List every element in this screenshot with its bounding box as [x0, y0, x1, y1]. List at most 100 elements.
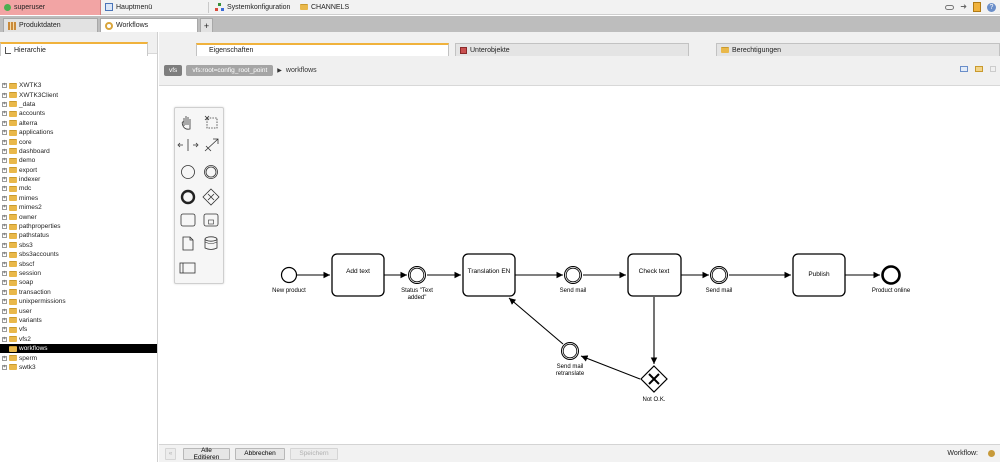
expand-icon[interactable]: + [2, 166, 7, 173]
tab-workflows[interactable]: Workflows [100, 18, 198, 32]
pool-icon[interactable] [179, 262, 196, 274]
tab-produktdaten[interactable]: Produktdaten [3, 18, 98, 32]
expand-icon[interactable]: + [2, 326, 7, 333]
tree-item-pathstatus[interactable]: +pathstatus [0, 231, 157, 240]
tree-item-xwtk3[interactable]: +XWTK3 [0, 81, 157, 90]
data-store-icon[interactable] [204, 236, 218, 250]
new-folder-icon[interactable] [975, 66, 983, 72]
tree-item-demo[interactable]: +demo [0, 156, 157, 165]
expand-icon[interactable]: + [2, 185, 7, 192]
flow-retranslate-translation[interactable] [508, 297, 564, 345]
expand-icon[interactable]: + [2, 335, 7, 342]
tree-item-vfs2[interactable]: +vfs2 [0, 335, 157, 344]
expand-icon[interactable]: + [2, 147, 7, 154]
cancel-button[interactable]: Abbrechen [235, 447, 285, 460]
expand-icon[interactable]: + [2, 110, 7, 117]
tab-unterobjekte[interactable]: Unterobjekte [455, 43, 689, 56]
tree-item-variants[interactable]: +variants [0, 316, 157, 325]
tree-item--data[interactable]: +_data [0, 100, 157, 109]
expand-icon[interactable]: + [2, 363, 7, 370]
tree-item-unixpermissions[interactable]: +unixpermissions [0, 297, 157, 306]
expand-icon[interactable]: + [2, 307, 7, 314]
tree-item-applications[interactable]: +applications [0, 128, 157, 137]
tree-item-session[interactable]: +session [0, 269, 157, 278]
user-menu[interactable]: superuser [0, 0, 101, 15]
intermediate-event-icon[interactable] [204, 165, 218, 179]
tree-item-mimes2[interactable]: +mimes2 [0, 203, 157, 212]
expand-icon[interactable]: + [2, 213, 7, 220]
tree-item-transaction[interactable]: +transaction [0, 288, 157, 297]
expand-icon[interactable]: + [2, 316, 7, 323]
expand-icon[interactable]: + [2, 91, 7, 98]
end-event-icon[interactable] [180, 189, 196, 205]
collapse-button[interactable]: « [165, 447, 176, 460]
arrow-icon[interactable]: ➜ [960, 2, 967, 11]
save-button[interactable]: Speichern [290, 447, 338, 460]
tree-item-owner[interactable]: +owner [0, 212, 157, 221]
expand-icon[interactable]: + [2, 194, 7, 201]
expand-icon[interactable]: + [2, 251, 7, 258]
gateway-not-ok[interactable] [640, 365, 668, 393]
expand-icon[interactable]: + [2, 260, 7, 267]
hand-tool-icon[interactable] [181, 116, 191, 130]
tab-berechtigungen[interactable]: Berechtigungen [716, 43, 1000, 56]
lasso-tool-icon[interactable] [204, 115, 218, 129]
connect-tool-icon[interactable] [204, 138, 219, 152]
task-check-text[interactable] [627, 253, 682, 297]
tree-item-vfs[interactable]: +vfs [0, 325, 157, 334]
tree-item-workflows[interactable]: +workflows [0, 343, 157, 354]
hauptmenu-link[interactable]: Hauptmenü [101, 0, 206, 15]
tree-item-mimes[interactable]: +mimes [0, 194, 157, 203]
expand-icon[interactable]: + [2, 82, 7, 89]
new-object-icon[interactable] [960, 66, 968, 72]
tab-hierarchie[interactable]: Hierarchie [0, 42, 148, 56]
expand-icon[interactable]: + [2, 157, 7, 164]
task-publish[interactable] [792, 253, 846, 297]
expand-icon[interactable]: + [2, 129, 7, 136]
expand-icon[interactable]: + [2, 270, 7, 276]
expand-icon[interactable]: + [2, 223, 7, 230]
expand-icon[interactable]: + [2, 176, 7, 183]
tab-eigenschaften[interactable]: Eigenschaften [196, 43, 449, 56]
expand-icon[interactable]: + [2, 204, 7, 211]
tree-item-core[interactable]: +core [0, 137, 157, 146]
delete-icon[interactable] [990, 66, 996, 72]
event-send-mail-2[interactable] [710, 266, 728, 284]
task-icon[interactable] [180, 213, 196, 227]
breadcrumb-segment[interactable]: vfs:root=config_root_point [186, 65, 274, 76]
tree-item-xwtk3client[interactable]: +XWTK3Client [0, 90, 157, 99]
channels-link[interactable]: CHANNELS [296, 0, 353, 15]
breadcrumb-root[interactable]: vfs [164, 65, 183, 76]
end-event-product-online[interactable] [881, 265, 901, 285]
edit-all-button[interactable]: Alle Editieren [183, 447, 230, 461]
expand-icon[interactable]: + [2, 100, 7, 107]
event-send-mail-1[interactable] [564, 266, 582, 284]
expand-icon[interactable]: + [2, 298, 7, 305]
tree-item-user[interactable]: +user [0, 306, 157, 315]
add-tab-button[interactable]: + [200, 18, 213, 32]
gateway-icon[interactable] [202, 188, 220, 206]
task-translation-en[interactable] [462, 253, 516, 297]
help-icon[interactable]: ? [987, 2, 996, 12]
expand-icon[interactable]: + [2, 232, 7, 239]
event-status-text-added[interactable] [408, 266, 426, 284]
data-object-icon[interactable] [182, 236, 194, 251]
tree-item-soap[interactable]: +soap [0, 278, 157, 287]
expand-icon[interactable]: + [2, 241, 7, 248]
tree-item-export[interactable]: +export [0, 166, 157, 175]
link-icon[interactable] [945, 4, 955, 10]
expand-icon[interactable]: + [2, 288, 7, 295]
tree-item-swtk3[interactable]: +swtk3 [0, 363, 157, 372]
expand-icon[interactable]: + [2, 279, 7, 286]
systemkonfiguration-link[interactable]: Systemkonfiguration [211, 0, 296, 15]
space-tool-icon[interactable] [177, 139, 199, 151]
start-event-new-product[interactable] [280, 266, 298, 284]
flow-gateway-retranslate[interactable] [580, 355, 641, 380]
expand-icon[interactable]: + [2, 138, 7, 145]
tree-item-sperm[interactable]: +sperm [0, 353, 157, 362]
tree-item-sbs3[interactable]: +sbs3 [0, 241, 157, 250]
expand-icon[interactable]: + [2, 119, 7, 126]
workflow-canvas[interactable]: New product Add text Translation EN Chec… [159, 86, 1000, 444]
tree-item-pathproperties[interactable]: +pathproperties [0, 222, 157, 231]
tree-item-indexer[interactable]: +indexer [0, 175, 157, 184]
